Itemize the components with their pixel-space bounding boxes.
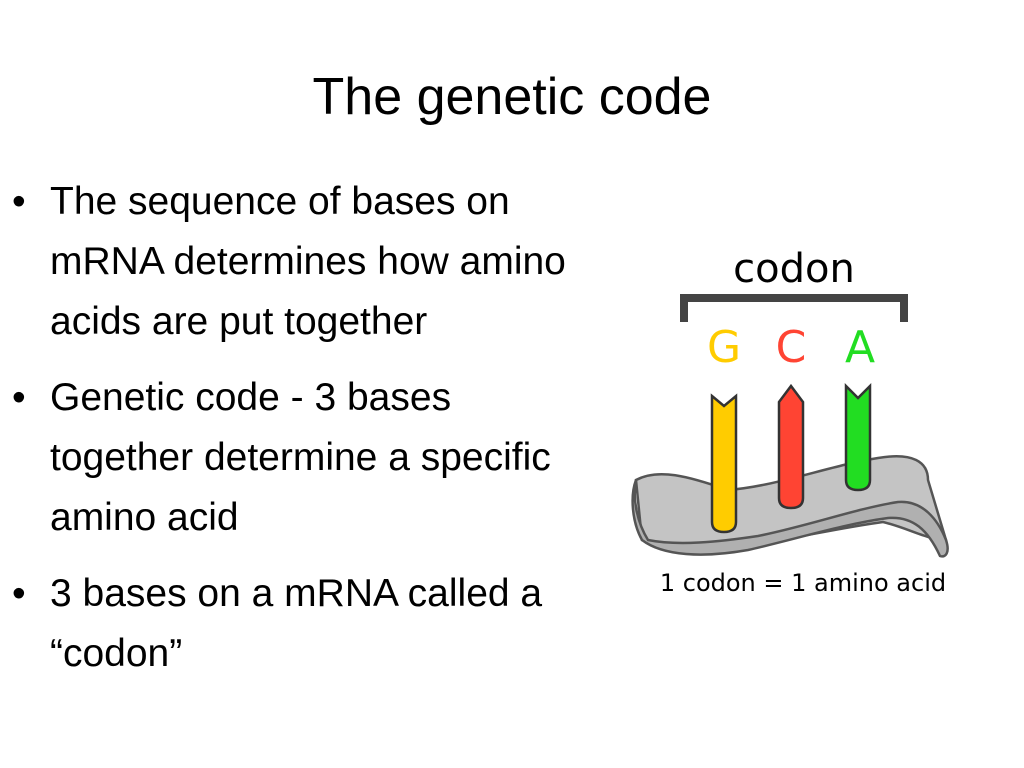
base-a-stick: [844, 382, 872, 492]
bullet-item: • 3 bases on a mRNA called a “codon”: [10, 564, 600, 684]
bullet-item: • Genetic code - 3 bases together determ…: [10, 368, 600, 548]
codon-label: codon: [733, 246, 855, 292]
codon-illustration: codon G C A: [628, 240, 978, 610]
codon-bracket: [680, 294, 908, 322]
slide-title: The genetic code: [312, 68, 712, 126]
base-letter-a: A: [845, 322, 875, 373]
bullet-dot-icon: •: [12, 376, 26, 419]
mrna-strand-front: [631, 479, 949, 558]
bullet-text: Genetic code - 3 bases together determin…: [50, 376, 551, 539]
base-letter-c: C: [776, 322, 807, 373]
bullet-dot-icon: •: [12, 572, 26, 615]
figure-caption: 1 codon = 1 amino acid: [632, 566, 974, 600]
bullet-text: 3 bases on a mRNA called a “codon”: [50, 572, 543, 675]
bullet-list: • The sequence of bases on mRNA determin…: [10, 172, 600, 700]
bullet-text: The sequence of bases on mRNA determines…: [50, 180, 566, 343]
base-g-stick: [710, 393, 738, 534]
bullet-dot-icon: •: [12, 180, 26, 223]
base-letter-g: G: [707, 322, 741, 373]
base-c-stick: [777, 383, 805, 510]
bullet-item: • The sequence of bases on mRNA determin…: [10, 172, 600, 352]
